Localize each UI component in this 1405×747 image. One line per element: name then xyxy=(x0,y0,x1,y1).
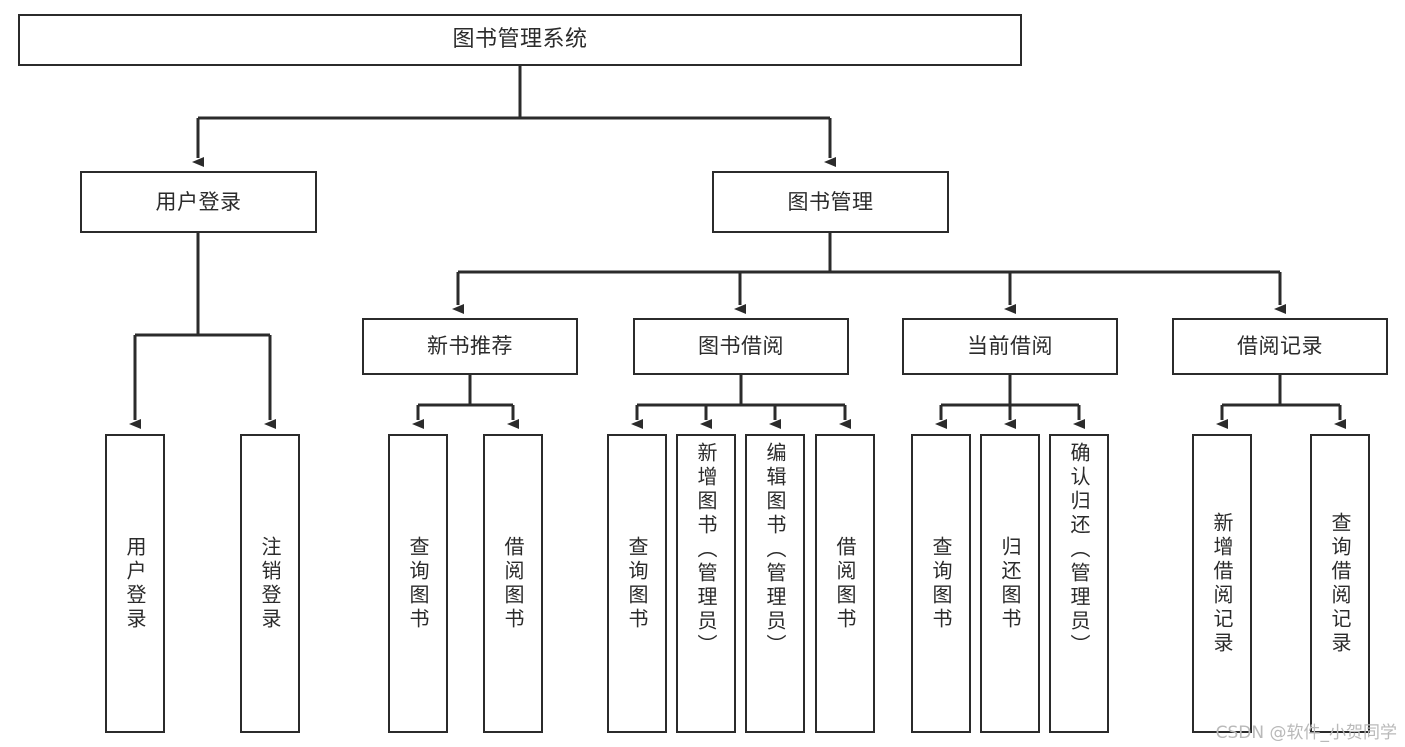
leaf-current-borrow-3[interactable]: 确认归还（管理员） xyxy=(1049,434,1109,733)
watermark-text: CSDN @软件_小贺同学 xyxy=(1215,723,1397,743)
leaf-user-login-1-label: 用户登录 xyxy=(123,535,147,632)
leaf-book-borrow-3-label: 编辑图书（管理员） xyxy=(763,442,787,658)
node-new-book-recommend-label: 新书推荐 xyxy=(427,334,513,359)
node-current-borrow-label: 当前借阅 xyxy=(967,334,1053,359)
leaf-book-borrow-2-label: 新增图书（管理员） xyxy=(694,442,718,658)
leaf-current-borrow-2-label: 归还图书 xyxy=(998,535,1022,632)
leaf-book-borrow-1[interactable]: 查询图书 xyxy=(607,434,667,733)
node-user-login-label: 用户登录 xyxy=(155,189,242,214)
leaf-book-borrow-1-label: 查询图书 xyxy=(625,535,649,632)
node-new-book-recommend[interactable]: 新书推荐 xyxy=(362,318,578,375)
leaf-user-login-2-label: 注销登录 xyxy=(258,535,282,632)
leaf-current-borrow-3-label: 确认归还（管理员） xyxy=(1067,442,1091,658)
leaf-new-book-1-label: 查询图书 xyxy=(406,535,430,632)
leaf-current-borrow-1-label: 查询图书 xyxy=(929,535,953,632)
leaf-borrow-record-2-label: 查询借阅记录 xyxy=(1328,511,1352,656)
leaf-user-login-1[interactable]: 用户登录 xyxy=(105,434,165,733)
leaf-borrow-record-2[interactable]: 查询借阅记录 xyxy=(1310,434,1370,733)
leaf-new-book-1[interactable]: 查询图书 xyxy=(388,434,448,733)
leaf-borrow-record-1-label: 新增借阅记录 xyxy=(1210,511,1234,656)
node-root[interactable]: 图书管理系统 xyxy=(18,14,1022,66)
leaf-book-borrow-2[interactable]: 新增图书（管理员） xyxy=(676,434,736,733)
leaf-borrow-record-1[interactable]: 新增借阅记录 xyxy=(1192,434,1252,733)
node-book-manage-label: 图书管理 xyxy=(787,189,874,214)
leaf-new-book-2-label: 借阅图书 xyxy=(501,535,525,632)
leaf-user-login-2[interactable]: 注销登录 xyxy=(240,434,300,733)
node-book-borrow[interactable]: 图书借阅 xyxy=(633,318,849,375)
node-borrow-record[interactable]: 借阅记录 xyxy=(1172,318,1388,375)
leaf-current-borrow-2[interactable]: 归还图书 xyxy=(980,434,1040,733)
leaf-book-borrow-4-label: 借阅图书 xyxy=(833,535,857,632)
node-book-borrow-label: 图书借阅 xyxy=(698,334,784,359)
leaf-book-borrow-4[interactable]: 借阅图书 xyxy=(815,434,875,733)
node-user-login[interactable]: 用户登录 xyxy=(80,171,317,233)
node-root-label: 图书管理系统 xyxy=(452,27,588,53)
node-book-manage[interactable]: 图书管理 xyxy=(712,171,949,233)
leaf-current-borrow-1[interactable]: 查询图书 xyxy=(911,434,971,733)
node-current-borrow[interactable]: 当前借阅 xyxy=(902,318,1118,375)
leaf-book-borrow-3[interactable]: 编辑图书（管理员） xyxy=(745,434,805,733)
node-borrow-record-label: 借阅记录 xyxy=(1237,334,1323,359)
leaf-new-book-2[interactable]: 借阅图书 xyxy=(483,434,543,733)
